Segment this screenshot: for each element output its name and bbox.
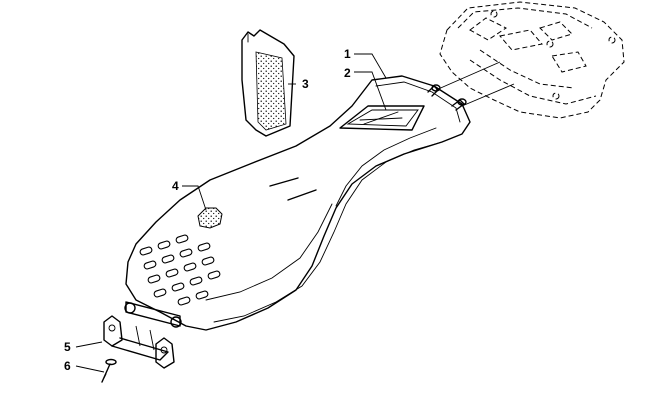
callout-5: 5 [64, 340, 71, 354]
foam-pad [241, 29, 295, 137]
skid-plate [124, 75, 471, 331]
foam-block [197, 207, 223, 229]
callout-6: 6 [64, 359, 71, 373]
hinge-bracket [103, 315, 175, 369]
fastener [101, 358, 117, 383]
callout-4: 4 [172, 179, 179, 193]
leader-lines [75, 53, 387, 373]
vent-louvers [139, 234, 221, 306]
callout-labels: 1 2 3 4 5 6 [64, 47, 351, 373]
engine-ghost [439, 1, 625, 119]
alignment-lines [435, 61, 515, 107]
callout-2: 2 [344, 66, 351, 80]
decal-plate [339, 105, 425, 131]
callout-1: 1 [344, 47, 351, 61]
callout-3: 3 [302, 77, 309, 91]
